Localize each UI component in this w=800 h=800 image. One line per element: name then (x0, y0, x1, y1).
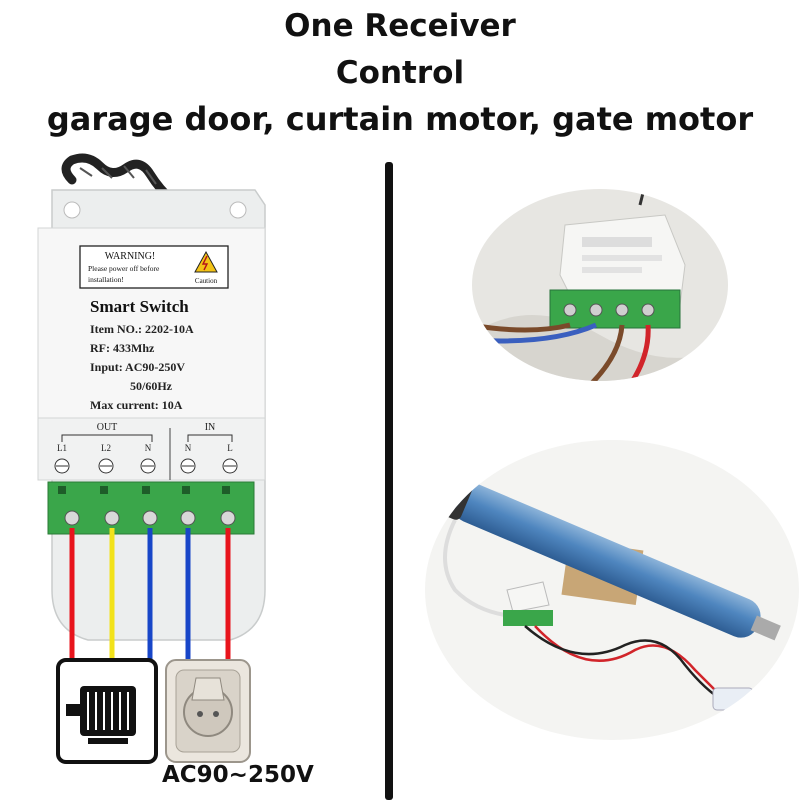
terminal-label-l2: L2 (101, 443, 111, 453)
voltage-label: AC90~250V (162, 762, 314, 788)
max-current: Max current: 10A (90, 398, 183, 412)
power-socket-icon (165, 659, 251, 763)
caution-label: Caution (195, 277, 218, 285)
mounting-hole (229, 201, 247, 219)
product-name: Smart Switch (90, 297, 189, 316)
vertical-divider (385, 162, 393, 800)
headline-line-3: garage door, curtain motor, gate motor (46, 100, 754, 138)
item-number: Item NO.: 2202-10A (90, 322, 194, 336)
input-frequency: 50/60Hz (130, 379, 173, 393)
wires (69, 528, 231, 665)
warning-line-1: Please power off before (88, 264, 160, 273)
mounting-hole (63, 201, 81, 219)
terminal-label-l-in: L (227, 443, 233, 453)
caution-triangle-icon (194, 250, 218, 273)
in-label: IN (205, 422, 216, 433)
motor-icon (56, 658, 158, 764)
warning-title: WARNING! (105, 251, 156, 262)
terminal-label-l1: L1 (57, 443, 67, 453)
warning-line-2: installation! (88, 275, 124, 284)
rf-frequency: RF: 433Mhz (90, 341, 155, 355)
headline-line-1: One Receiver (284, 8, 516, 44)
out-label: OUT (97, 422, 118, 433)
headline-line-2: Control (335, 55, 465, 91)
terminal-label-n-in: N (185, 443, 192, 453)
receiver-installed-photo (472, 189, 728, 381)
terminal-label-n-out: N (145, 443, 152, 453)
input-voltage: Input: AC90-250V (90, 360, 185, 374)
smart-switch-illustration: WARNING! Please power off before install… (37, 153, 266, 764)
screw-icons (54, 458, 238, 474)
tube-motor-photo (425, 440, 799, 740)
